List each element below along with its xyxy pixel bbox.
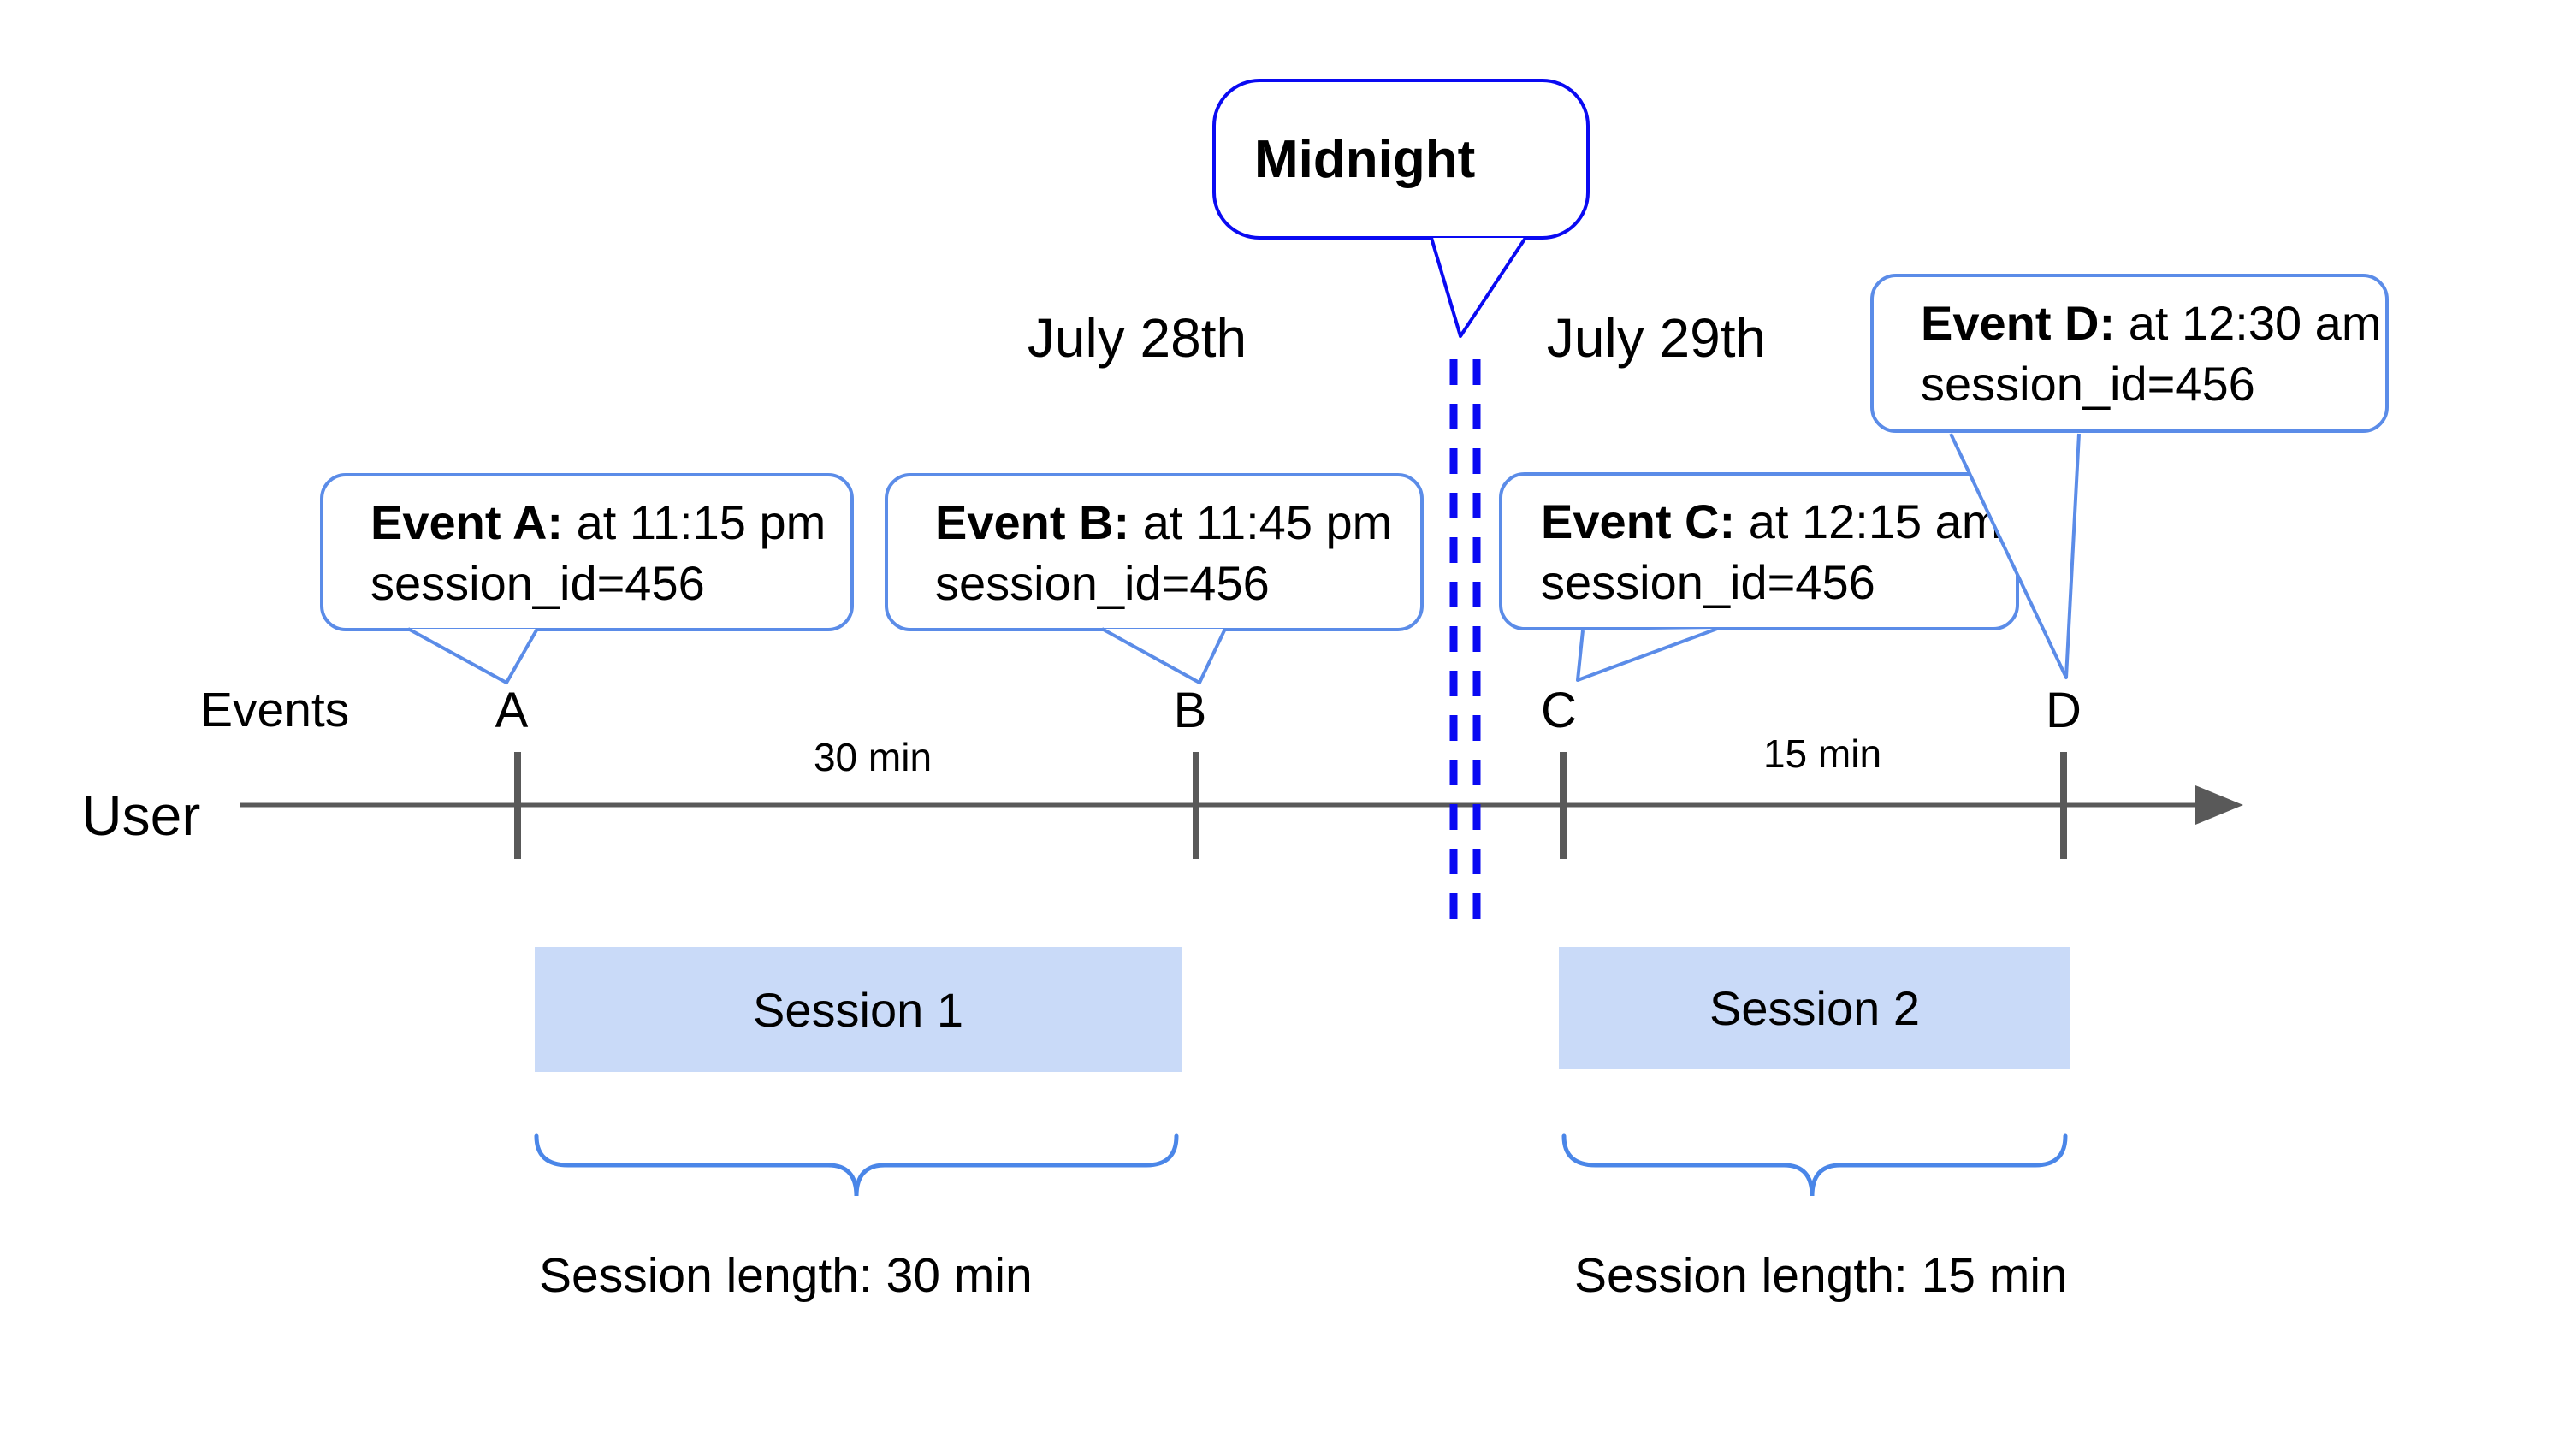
session-2-length-label: Session length: 15 min (1574, 1248, 2068, 1303)
event-a-callout-tail-stroke (407, 627, 539, 684)
midnight-callout-label: Midnight (1254, 129, 1476, 189)
session-2-box: Session 2 (1559, 947, 2070, 1069)
user-row-label: User (81, 784, 201, 847)
event-c-callout-session-id: session_id=456 (1541, 554, 1875, 609)
event-c-callout: Event C: at 12:15 am session_id=456 (1499, 472, 2019, 630)
midnight-callout: Midnight (1212, 79, 1590, 240)
events-row-label: Events (200, 683, 350, 737)
event-b-callout-time: at 11:45 pm (1129, 494, 1393, 549)
event-d-callout-title: Event D: (1921, 296, 2116, 350)
date-label-july-28: July 28th (1027, 307, 1247, 369)
interval-label-15min: 15 min (1762, 731, 1882, 776)
event-b-callout-line1: Event B: at 11:45 pm (935, 492, 1420, 553)
event-a-callout: Event A: at 11:15 pm session_id=456 (320, 473, 854, 631)
event-letter-b: B (1173, 683, 1207, 738)
interval-label-30min: 30 min (813, 735, 933, 779)
event-a-callout-time: at 11:15 pm (563, 494, 826, 549)
event-b-callout: Event B: at 11:45 pm session_id=456 (885, 473, 1424, 631)
session-1-box-label: Session 1 (753, 982, 963, 1037)
event-d-callout-session-id: session_id=456 (1921, 357, 2255, 411)
event-d-callout-time: at 12:30 am (2115, 296, 2382, 350)
session-1-length-label: Session length: 30 min (539, 1248, 1033, 1303)
session-1-brace (534, 1133, 1179, 1197)
event-letter-a: A (495, 683, 529, 738)
event-b-callout-title: Event B: (935, 494, 1130, 549)
event-c-callout-tail-stroke (1576, 627, 1718, 682)
event-d-callout: Event D: at 12:30 am session_id=456 (1870, 274, 2389, 433)
event-c-callout-tail (1578, 629, 1717, 680)
session-2-box-label: Session 2 (1709, 981, 1920, 1035)
event-b-callout-session-id: session_id=456 (935, 555, 1270, 610)
event-a-callout-session-id: session_id=456 (370, 555, 705, 610)
timeline-arrowhead-icon (2195, 785, 2243, 825)
event-a-callout-title: Event A: (370, 494, 564, 549)
midnight-callout-tail (1431, 238, 1525, 336)
event-b-callout-tail-stroke (1101, 627, 1227, 684)
event-c-callout-line1: Event C: at 12:15 am (1541, 491, 2016, 552)
session-2-brace (1561, 1133, 2068, 1197)
event-a-callout-tail (408, 629, 537, 683)
session-1-box: Session 1 (535, 947, 1182, 1072)
event-a-callout-line1: Event A: at 11:15 pm (370, 492, 850, 553)
event-c-callout-title: Event C: (1541, 494, 1736, 548)
midnight-callout-tail-stroke (1430, 236, 1527, 338)
event-b-callout-tail (1102, 629, 1225, 683)
date-label-july-29: July 29th (1546, 307, 1767, 369)
event-c-callout-time: at 12:15 am (1735, 494, 2002, 548)
event-letter-c: C (1541, 683, 1577, 738)
event-d-callout-line1: Event D: at 12:30 am (1921, 293, 2385, 353)
event-letter-d: D (2046, 683, 2082, 738)
